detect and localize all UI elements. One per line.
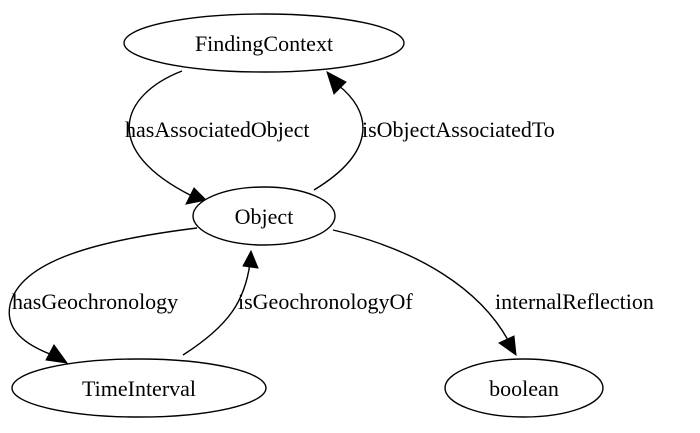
node-finding-context-shape	[123, 13, 405, 73]
node-object-label: Object	[235, 204, 294, 229]
edge-internal-reflection-line	[332, 229, 509, 341]
edge-is-object-associated-to-arrowhead	[326, 70, 347, 95]
node-finding-context: FindingContext	[123, 13, 405, 73]
node-boolean-shape	[444, 358, 604, 418]
node-finding-context-label: FindingContext	[195, 31, 333, 56]
edge-internal-reflection: internalReflection	[332, 229, 654, 357]
edge-has-geochronology-label: hasGeochronology	[12, 289, 178, 314]
edge-is-geochronology-of: isGeochronologyOf	[182, 249, 413, 356]
node-boolean-label: boolean	[489, 376, 559, 401]
edge-is-geochronology-of-label: isGeochronologyOf	[238, 289, 413, 314]
edge-has-geochronology-line	[8, 227, 198, 357]
edge-internal-reflection-label: internalReflection	[495, 289, 654, 314]
edge-is-geochronology-of-line	[182, 262, 251, 356]
edge-has-geochronology-arrowhead	[45, 344, 69, 364]
edge-has-associated-object: hasAssociatedObject	[125, 70, 310, 205]
edge-has-geochronology: hasGeochronology	[8, 227, 198, 364]
node-time-interval-shape	[11, 358, 267, 418]
edge-has-associated-object-arrowhead	[185, 187, 208, 205]
edge-is-geochronology-of-arrowhead	[242, 249, 259, 269]
node-time-interval-label: TimeInterval	[82, 376, 196, 401]
node-object-shape	[192, 186, 336, 246]
edge-is-object-associated-to-label: isObjectAssociatedTo	[362, 117, 555, 142]
node-boolean: boolean	[444, 358, 604, 418]
node-time-interval: TimeInterval	[11, 358, 267, 418]
edge-has-associated-object-line	[128, 70, 193, 197]
edge-is-object-associated-to-line	[313, 84, 364, 191]
edge-has-associated-object-label: hasAssociatedObject	[125, 117, 310, 142]
edge-is-object-associated-to: isObjectAssociatedTo	[313, 70, 555, 191]
edge-internal-reflection-arrowhead	[498, 335, 517, 357]
node-object: Object	[192, 186, 336, 246]
